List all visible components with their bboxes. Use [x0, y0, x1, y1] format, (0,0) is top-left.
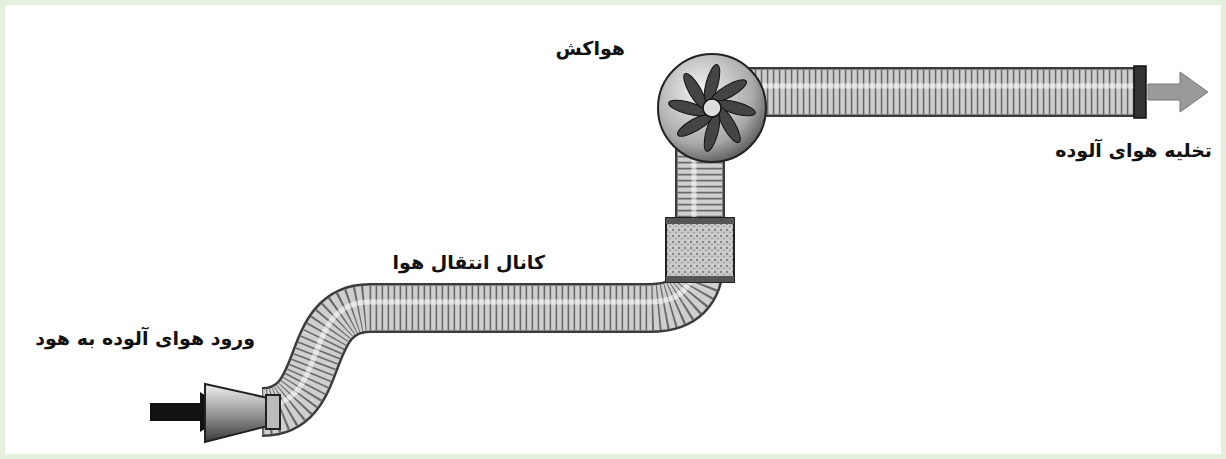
fan: [658, 54, 766, 162]
hood: [205, 384, 268, 442]
part-label: کانال انتقال هوا: [393, 250, 545, 275]
outlet-arrow: [1148, 72, 1208, 112]
filter: [666, 218, 734, 282]
part-label: ورود هوای آلوده به هود: [35, 326, 255, 351]
part-label: هواکش: [555, 36, 625, 61]
part-label: تخلیه هوای آلوده: [1055, 138, 1212, 163]
